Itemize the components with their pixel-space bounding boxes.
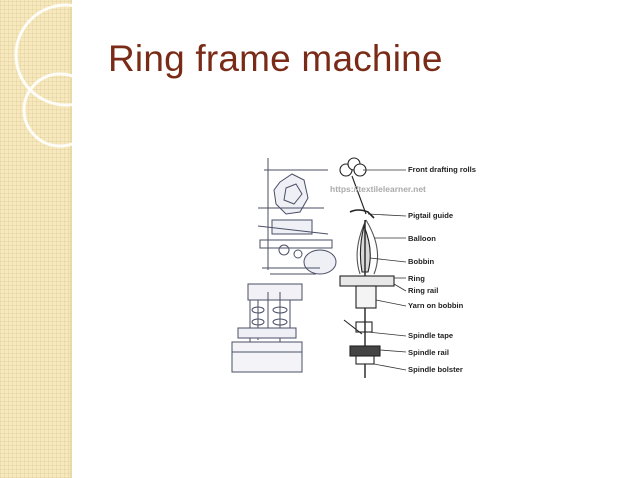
decorative-arcs xyxy=(14,3,118,148)
label-yarn-on-bobbin: Yarn on bobbin xyxy=(408,301,464,310)
label-ring-rail: Ring rail xyxy=(408,286,438,295)
label-balloon: Balloon xyxy=(408,234,436,243)
spindle-assembly xyxy=(339,157,395,378)
ring-frame-diagram: https://textilelearner.net Front draftin… xyxy=(231,157,476,378)
label-front-drafting-rolls: Front drafting rolls xyxy=(408,165,476,174)
label-spindle-rail: Spindle rail xyxy=(408,348,449,357)
machine-cross-section xyxy=(231,158,337,373)
label-ring: Ring xyxy=(408,274,425,283)
decorative-side-band xyxy=(0,0,70,478)
leader-lines xyxy=(363,169,407,371)
slide-title: Ring frame machine xyxy=(108,38,443,79)
label-bobbin: Bobbin xyxy=(408,257,435,266)
label-spindle-bolster: Spindle bolster xyxy=(408,365,463,374)
side-band-edge xyxy=(70,0,72,478)
label-spindle-tape: Spindle tape xyxy=(408,331,453,340)
watermark-text: https://textilelearner.net xyxy=(330,184,426,194)
label-pigtail-guide: Pigtail guide xyxy=(408,211,453,220)
